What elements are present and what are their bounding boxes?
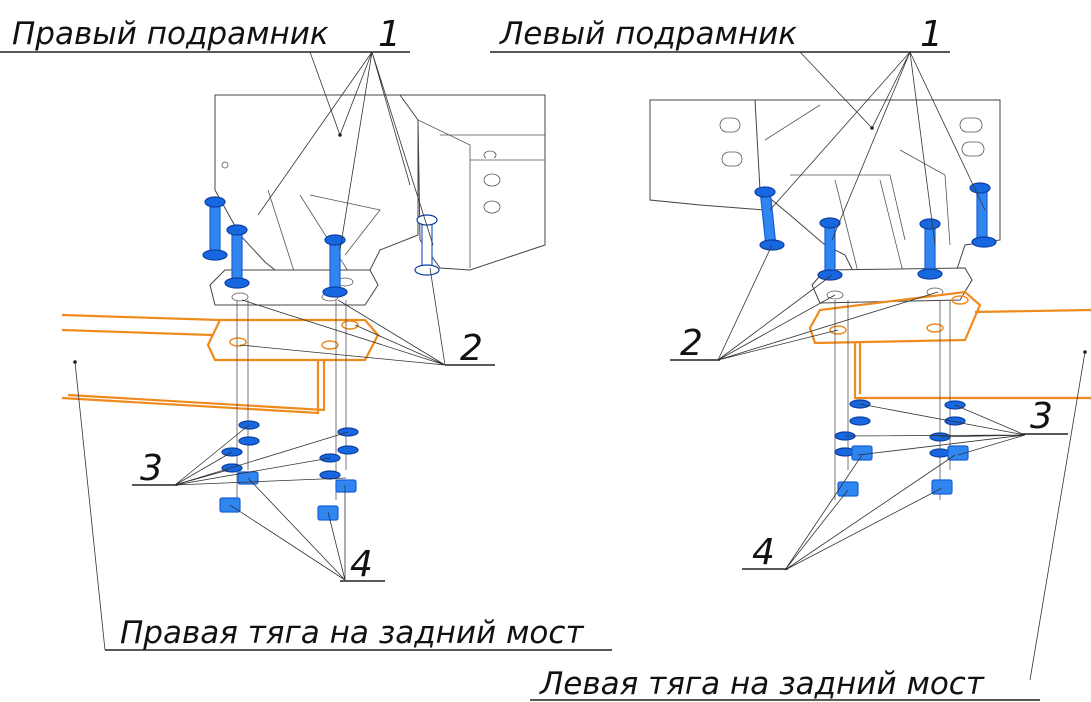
right-leaders [73, 51, 446, 651]
right-bolts [202, 196, 440, 298]
left-rod-plate [808, 290, 982, 345]
right-nuts [219, 471, 357, 521]
right-subframe-title: Правый подрамник [12, 16, 329, 52]
callout-3-right: 3 [140, 448, 163, 489]
callout-1-right: 1 [378, 14, 401, 55]
left-bolts [754, 182, 997, 281]
callout-4-left: 4 [752, 532, 775, 573]
left-rod-title: Левая тяга на задний мост [539, 666, 985, 702]
right-subframe-assembly [61, 51, 546, 651]
callout-1-left: 1 [920, 14, 943, 55]
callout-4-right: 4 [350, 544, 373, 585]
left-subframe-title: Левый подрамник [499, 16, 797, 52]
left-subframe-assembly [649, 51, 1091, 681]
right-frame-rail [399, 94, 546, 271]
callout-3-left: 3 [1030, 396, 1053, 437]
left-frame-rail [649, 99, 766, 211]
right-subframe-body [214, 94, 419, 291]
left-washers [834, 399, 966, 458]
right-rear-axle-rod [61, 313, 326, 415]
left-nuts [837, 445, 969, 497]
right-rod-plate [206, 318, 380, 362]
callout-2-right: 2 [460, 328, 483, 369]
right-rod-title: Правая тяга на задний мост [120, 615, 584, 651]
left-subframe-body [754, 99, 1001, 286]
left-rear-axle-rod [853, 308, 1091, 400]
labels-layer: Правый подрамник 1 Левый подрамник 1 2 2… [0, 14, 1068, 702]
left-leaders [717, 51, 1087, 681]
callout-2-left: 2 [680, 323, 703, 364]
